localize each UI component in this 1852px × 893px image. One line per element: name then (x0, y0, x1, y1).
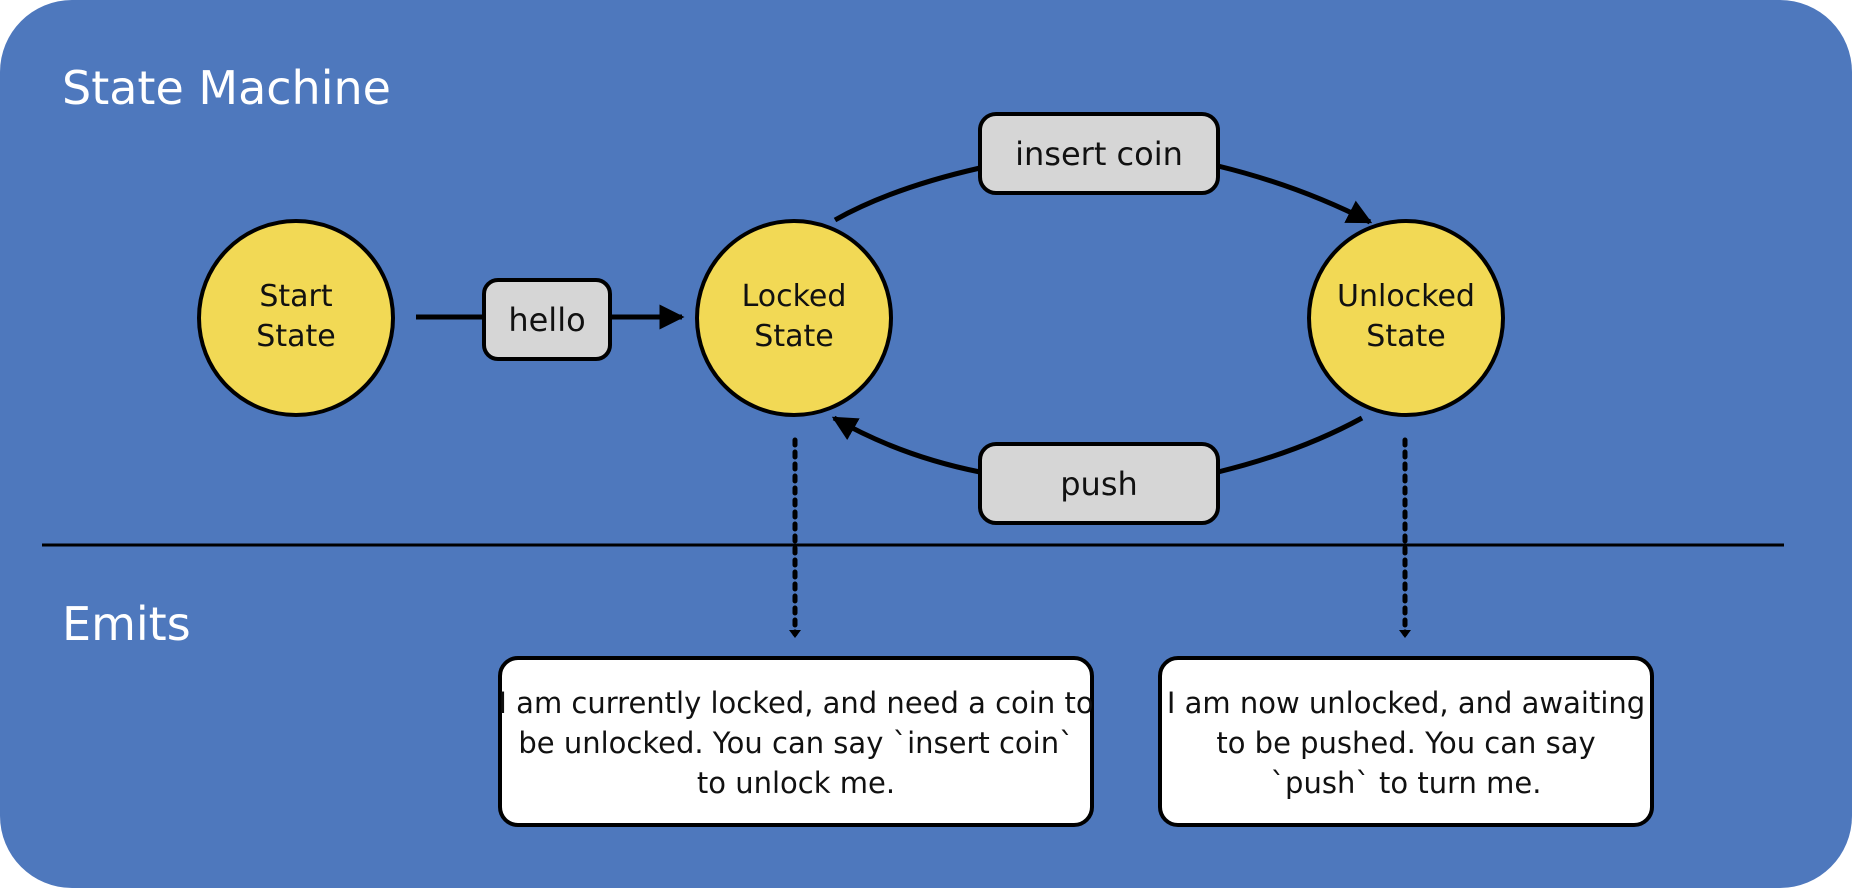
edge-insert-coin-to-unlocked-arrow (1217, 163, 1373, 225)
emit-arrow-unlocked (1399, 630, 1411, 638)
state-start-label-line1: Start (259, 279, 333, 314)
emit-unlocked-line2: to be pushed. You can say (1216, 726, 1595, 760)
transition-hello: hello (482, 278, 612, 361)
emit-box-locked: I am currently locked, and need a coin t… (498, 656, 1094, 827)
state-unlocked-label-line1: Unlocked (1337, 279, 1475, 314)
edge-locked-to-insert-coin (833, 165, 981, 223)
transition-push-label: push (1060, 465, 1138, 503)
state-locked: Locked State (695, 219, 893, 417)
state-locked-label-line2: State (754, 319, 833, 354)
emit-unlocked-line3: `push` to turn me. (1271, 766, 1542, 800)
transition-insert-coin-label: insert coin (1015, 135, 1183, 173)
emit-locked-line3: to unlock me. (697, 766, 895, 800)
transition-insert-coin: insert coin (978, 112, 1220, 195)
emit-arrow-locked (789, 630, 801, 638)
transition-push: push (978, 442, 1220, 525)
edge-unlocked-to-push (1217, 415, 1364, 475)
section-title-emits: Emits (62, 597, 191, 651)
transition-hello-label: hello (508, 301, 585, 339)
state-locked-label-line1: Locked (742, 279, 847, 314)
edge-push-to-locked-arrow (831, 415, 981, 475)
state-unlocked-label-line2: State (1366, 319, 1445, 354)
emit-locked-line1: I am currently locked, and need a coin t… (498, 686, 1093, 720)
section-title-state-machine: State Machine (62, 61, 391, 115)
emit-locked-line2: be unlocked. You can say `insert coin` (518, 726, 1073, 760)
state-start: Start State (197, 219, 395, 417)
state-start-label-line2: State (256, 319, 335, 354)
emit-unlocked-line1: I am now unlocked, and awaiting (1167, 686, 1645, 720)
emit-box-unlocked: I am now unlocked, and awaiting to be pu… (1158, 656, 1654, 827)
state-unlocked: Unlocked State (1307, 219, 1505, 417)
